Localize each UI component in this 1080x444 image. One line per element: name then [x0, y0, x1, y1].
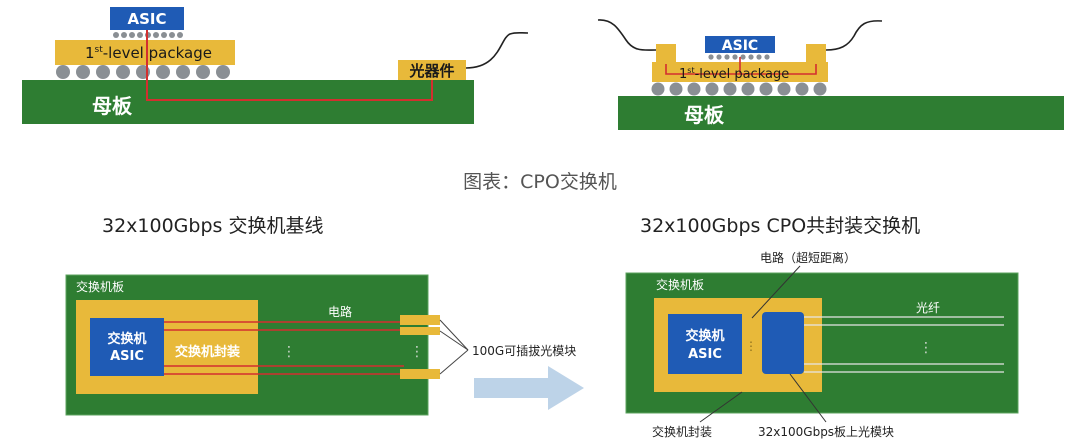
pluggable-module-mid — [400, 327, 440, 335]
asic-label: ASIC — [127, 10, 166, 28]
electrical-trace-right — [740, 64, 817, 75]
circuit-pointer-line — [751, 265, 801, 319]
trace-dots: ⋮ — [282, 344, 296, 360]
asic-line2: ASIC — [110, 349, 144, 364]
top-left-diagram: 母板 1st-level package ASIC 光器件 — [22, 7, 529, 124]
asic-chip — [705, 36, 775, 53]
package-label: 交换机封装 — [175, 344, 240, 360]
first-level-package-label: 1st-level package — [85, 44, 212, 62]
pluggable-module-top — [400, 315, 440, 325]
module-label: 100G可插拔光模块 — [472, 343, 576, 358]
left-switch-diagram: 32x100Gbps 交换机基线 交换机板 交换机 ASIC 交换机封装 电路 … — [65, 215, 576, 416]
package-label: 交换机封装 — [652, 424, 712, 439]
fiber-cable-left — [597, 19, 657, 51]
first-level-package-label: 1st-level package — [679, 66, 789, 82]
right-diagram-title: 32x100Gbps CPO共封装交换机 — [640, 215, 920, 237]
package-pointer-line — [699, 391, 743, 423]
fiber-label: 光纤 — [916, 301, 940, 315]
asic-dots: ⋮ — [745, 339, 757, 353]
asic-bumps — [708, 54, 770, 60]
top-right-diagram: 母板 ASIC 1st-level package — [597, 19, 1064, 130]
package-solder-balls — [651, 82, 827, 96]
asic-label: ASIC — [722, 38, 758, 54]
electrical-trace-left — [665, 57, 741, 75]
motherboard-label: 母板 — [684, 103, 725, 127]
optical-engine-left — [656, 44, 676, 64]
circuit-note: 电路（超短距离） — [760, 250, 856, 265]
fiber-dots: ⋮ — [919, 340, 933, 356]
motherboard-label: 母板 — [92, 94, 133, 118]
electrical-trace — [146, 30, 433, 101]
asic-line2: ASIC — [688, 347, 722, 362]
circuit-label: 电路 — [328, 304, 352, 319]
optical-device — [398, 60, 466, 80]
optical-engine-right — [806, 44, 826, 64]
asic-line1: 交换机 — [107, 331, 146, 347]
transition-arrow — [474, 366, 584, 410]
module-pointer-line — [789, 373, 827, 423]
onboard-optical-module — [762, 312, 804, 374]
module-label: 32x100Gbps板上光模块 — [758, 425, 894, 439]
first-level-package — [55, 40, 235, 65]
fiber-cable — [465, 31, 529, 69]
switch-asic — [668, 314, 742, 374]
module-pointer-lines — [439, 319, 469, 375]
optical-device-label: 光器件 — [408, 62, 454, 80]
switch-board-label: 交换机板 — [76, 279, 124, 294]
fiber-cable-right — [825, 20, 883, 51]
asic-line1: 交换机 — [685, 328, 724, 344]
module-dots: ⋮ — [410, 344, 424, 360]
package-solder-balls — [56, 65, 230, 79]
figure-caption: 图表：CPO交换机 — [463, 171, 617, 193]
switch-board-label: 交换机板 — [656, 277, 704, 292]
pluggable-module-bottom — [400, 369, 440, 379]
optical-fibers — [804, 316, 1004, 373]
motherboard — [618, 96, 1064, 130]
asic-chip — [110, 7, 184, 30]
motherboard — [22, 80, 474, 124]
right-switch-diagram: 32x100Gbps CPO共封装交换机 电路（超短距离） 交换机板 交换机 A… — [625, 215, 1019, 439]
left-diagram-title: 32x100Gbps 交换机基线 — [102, 215, 323, 237]
electrical-traces — [164, 321, 404, 375]
switch-asic — [90, 318, 164, 376]
